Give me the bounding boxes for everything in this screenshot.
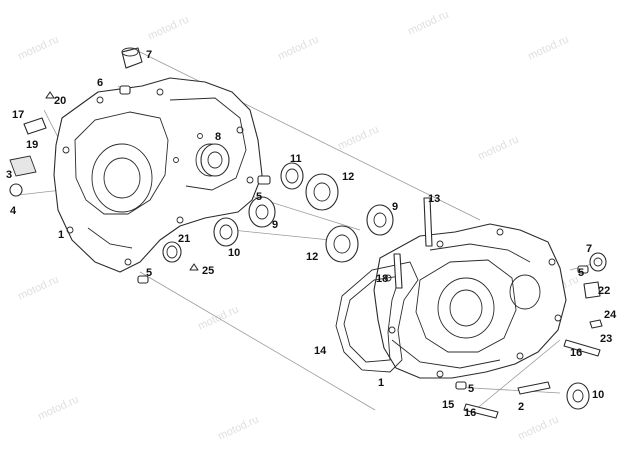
watermark: motod.ru [16,33,60,62]
watermark: motod.ru [216,413,260,442]
left-crankcase-half [53,77,263,273]
stud-18 [393,253,403,289]
watermark: motod.ru [476,133,520,162]
callout-12-b: 12 [306,251,318,263]
seal-10-right [566,382,590,410]
callout-2: 2 [518,401,524,413]
dowel-5-left-a [257,175,271,185]
bearing-9-right [366,204,394,236]
callout-5-c: 5 [578,267,584,279]
callout-18: 18 [376,273,388,285]
bearing-9-left [248,196,276,228]
callout-23: 23 [600,333,612,345]
callout-8: 8 [215,131,221,143]
callout-17: 17 [12,109,24,121]
callout-14: 14 [314,345,327,357]
bolt-16-bottom [463,403,499,419]
watermark: motod.ru [516,413,560,442]
plug-7-top [121,47,143,69]
callout-1-right: 1 [378,377,384,389]
seal-11 [280,162,304,190]
callout-5-d: 5 [468,383,474,395]
seal-10-left [213,217,239,247]
leader-lines [17,51,601,411]
callout-5-a: 5 [256,191,262,203]
plug-7-right [589,252,607,272]
callout-9-b: 9 [392,201,398,213]
callout-16-a: 16 [570,347,582,359]
bush-4 [9,183,23,197]
watermark: motod.ru [406,8,450,37]
pin-2 [517,381,551,395]
callout-16-b: 16 [464,407,476,419]
right-crankcase-half [373,223,567,379]
callout-11: 11 [290,153,302,165]
watermark: motod.ru [16,273,60,302]
washer-25 [189,263,199,271]
washer-20 [45,91,55,99]
callout-3: 3 [6,169,12,181]
callout-5-b: 5 [146,267,152,279]
callout-12-a: 12 [342,171,354,183]
callout-22: 22 [598,285,610,297]
bearing-8 [200,143,230,177]
watermark: motod.ru [336,123,380,152]
dowel-6 [119,85,131,95]
watermark: motod.ru [276,33,320,62]
bearing-12-bottom [325,225,359,263]
bearing-12-top [305,173,339,211]
callout-4: 4 [10,205,17,217]
watermark: motod.ru [526,33,570,62]
callout-21: 21 [178,233,190,245]
watermark: motod.ru [146,13,190,42]
bolt-16-right [563,339,601,357]
callout-19: 19 [26,139,38,151]
callout-6: 6 [97,77,103,89]
callout-13: 13 [428,193,440,205]
callout-1-left: 1 [58,229,64,241]
screw-23 [589,319,603,329]
callout-20: 20 [54,95,66,107]
stud-13 [423,197,433,247]
callout-25: 25 [202,265,214,277]
callout-24: 24 [604,309,617,321]
oring-21 [162,241,182,263]
callout-15: 15 [442,399,454,411]
crankcase-gasket [335,261,419,373]
callout-7-top: 7 [146,49,152,61]
callout-10-b: 10 [592,389,604,401]
dowel-5-right-a [577,265,589,274]
callout-7-right: 7 [586,243,592,255]
dowel-5-right-b [455,381,467,390]
plate-22 [583,281,601,299]
dowel-5-left-b [137,275,149,284]
bush-3 [9,155,37,177]
watermark: motod.ru [36,393,80,422]
callout-labels: 1 1 2 3 4 5 5 5 5 6 7 7 8 9 9 10 10 11 1… [6,49,617,419]
fitting-17 [23,117,47,135]
callout-10-a: 10 [228,247,240,259]
callout-9-a: 9 [272,219,278,231]
